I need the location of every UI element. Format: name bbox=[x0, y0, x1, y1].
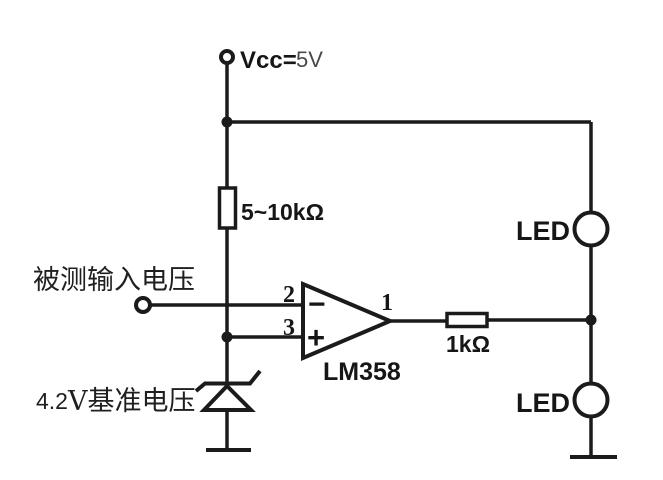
vcc-label: Vcc= bbox=[240, 47, 297, 74]
opamp-triangle bbox=[301, 280, 396, 362]
opamp-label: LM358 bbox=[323, 358, 401, 386]
resistor-r1-label: 5~10kΩ bbox=[241, 199, 324, 225]
led-top-label: LED bbox=[516, 216, 570, 246]
resistor-r2-label: 1kΩ bbox=[446, 331, 490, 357]
vcc-terminal bbox=[219, 49, 235, 122]
measured-input-label: 被测输入电压 bbox=[33, 265, 195, 296]
opamp-minus-sign: − bbox=[308, 288, 326, 321]
zener-anode-triangle bbox=[199, 383, 256, 412]
opamp-pin3-label: 3 bbox=[283, 315, 295, 341]
led-bottom-circle bbox=[572, 381, 610, 419]
opamp-plus-sign: + bbox=[307, 320, 325, 355]
led-bottom-label: LED bbox=[516, 388, 570, 418]
resistor-r2 bbox=[445, 311, 489, 329]
input-terminal-circle bbox=[134, 296, 152, 314]
led-top-circle bbox=[572, 210, 610, 248]
zener-cathode-bar bbox=[194, 369, 262, 393]
zener-diode bbox=[194, 369, 262, 450]
zener-value-label: 4.2 bbox=[36, 388, 68, 414]
vcc-terminal-circle bbox=[219, 49, 235, 65]
input-terminal bbox=[134, 296, 303, 314]
vcc-value: 5V bbox=[296, 47, 323, 72]
opamp-pin1-label: 1 bbox=[381, 290, 393, 316]
opamp-pin2-label: 2 bbox=[283, 282, 295, 308]
zener-text-label: V基准电压 bbox=[67, 386, 196, 417]
resistor-r1 bbox=[217, 186, 238, 230]
